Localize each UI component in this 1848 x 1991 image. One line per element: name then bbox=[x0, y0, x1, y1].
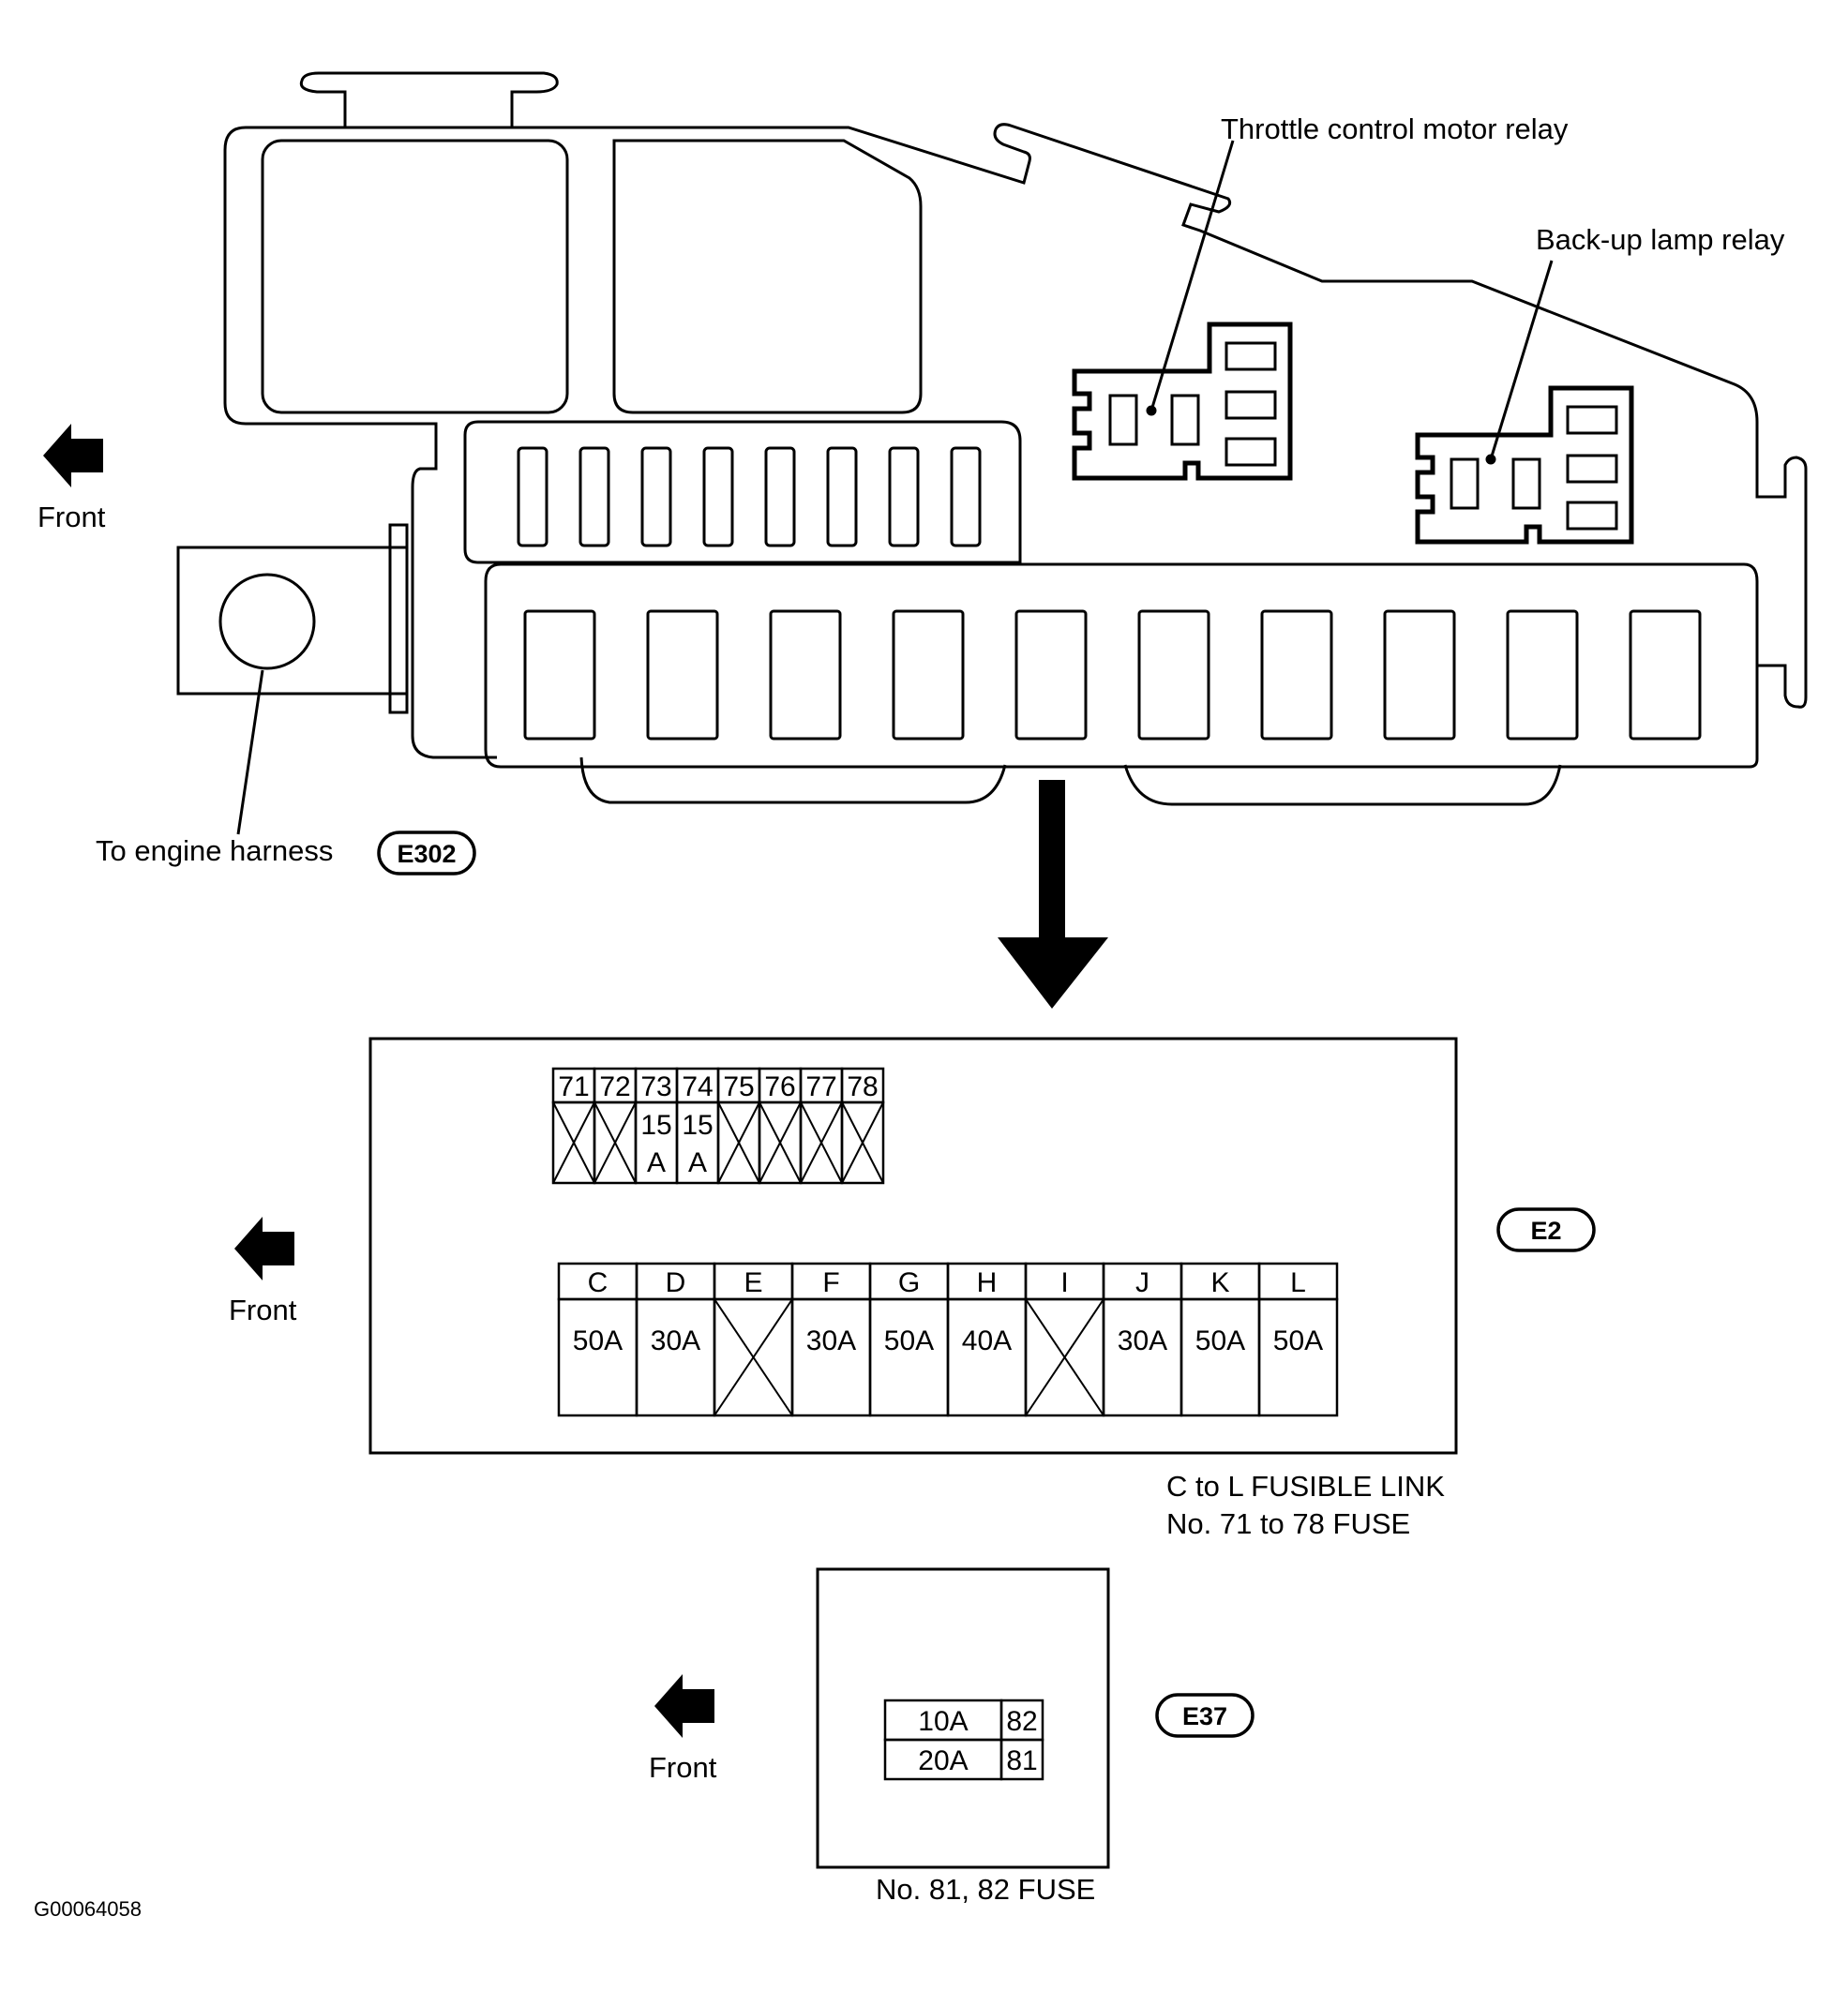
front-arrow-icon bbox=[43, 424, 103, 487]
engine-harness-label: To engine harness bbox=[96, 834, 333, 867]
svg-text:E2: E2 bbox=[1530, 1217, 1561, 1245]
e2-panel bbox=[368, 1037, 1458, 1455]
fuse-number: 72 bbox=[599, 1071, 630, 1102]
fusible-rating: 50A bbox=[1195, 1325, 1245, 1356]
fuse-number: 82 bbox=[1006, 1706, 1037, 1737]
empty-slot-mark bbox=[714, 1298, 793, 1416]
e37-panel bbox=[816, 1567, 1110, 1869]
backup-relay-leader bbox=[1489, 260, 1554, 460]
connector-tag-e302: E302 bbox=[377, 831, 476, 876]
fusible-rating-cell bbox=[635, 1297, 716, 1417]
fuse-table-71-78: 71 72 73 15A 74 15A 75 76 77 78 bbox=[551, 1067, 885, 1185]
fusible-letter: D bbox=[666, 1267, 686, 1298]
fusible-letter: G bbox=[898, 1267, 920, 1298]
front-arrow-icon bbox=[654, 1674, 714, 1738]
fusible-rating: 40A bbox=[962, 1325, 1012, 1356]
front-label-middle: Front bbox=[229, 1294, 297, 1326]
fusible-rating-cell bbox=[790, 1297, 872, 1417]
fuse-number: 74 bbox=[682, 1071, 713, 1102]
fuse-rating-unit: A bbox=[688, 1147, 707, 1178]
empty-slot-mark bbox=[759, 1101, 802, 1184]
throttle-relay-leader bbox=[1149, 140, 1235, 412]
fusible-rating: 30A bbox=[806, 1325, 856, 1356]
empty-slot-mark bbox=[1025, 1298, 1104, 1416]
fusible-rating: 30A bbox=[651, 1325, 700, 1356]
fusible-link-table: C 50A D 30A E F 30A G 50A H 40A I J 30A K 50A L 50A bbox=[557, 1262, 1339, 1417]
empty-slot-mark bbox=[841, 1101, 884, 1184]
fusible-rating: 30A bbox=[1118, 1325, 1167, 1356]
small-fuse-slots bbox=[517, 446, 982, 547]
connector-tag-e2: E2 bbox=[1496, 1207, 1596, 1252]
fusible-letter: C bbox=[588, 1267, 608, 1298]
fuse-box-housing bbox=[176, 71, 1808, 806]
fuse-rating: 10A bbox=[918, 1706, 968, 1737]
fuse-number: 77 bbox=[805, 1071, 836, 1102]
fusible-rating-cell bbox=[946, 1297, 1028, 1417]
front-label-bottom: Front bbox=[649, 1751, 717, 1784]
fuse-81-82-caption: No. 81, 82 FUSE bbox=[876, 1873, 1095, 1906]
front-label-top: Front bbox=[38, 501, 106, 533]
fuse-number: 81 bbox=[1006, 1745, 1037, 1776]
fusible-letter: F bbox=[822, 1267, 839, 1298]
fuse-rating-unit: A bbox=[647, 1147, 666, 1178]
figure-code: G00064058 bbox=[34, 1897, 142, 1921]
fuse-number: 71 bbox=[558, 1071, 589, 1102]
fuse-rating: 15 bbox=[682, 1110, 713, 1141]
fuse-rating: 15 bbox=[640, 1110, 671, 1141]
fusible-letter: H bbox=[977, 1267, 998, 1298]
fuse-rating: 20A bbox=[918, 1745, 968, 1776]
fuse-number-cell bbox=[999, 1738, 1044, 1781]
backup-lamp-relay-socket bbox=[1415, 385, 1634, 545]
fuse-rating-cell bbox=[840, 1100, 885, 1185]
fuse-table-81-82: 10A 82 20A 81 bbox=[883, 1699, 1044, 1781]
fusible-rating: 50A bbox=[884, 1325, 934, 1356]
svg-text:E302: E302 bbox=[397, 840, 456, 868]
engine-harness-leader bbox=[236, 669, 264, 835]
front-arrow-icon bbox=[234, 1217, 294, 1280]
empty-slot-mark bbox=[800, 1101, 843, 1184]
fusible-caption-line1: C to L FUSIBLE LINK bbox=[1166, 1470, 1445, 1503]
throttle-relay-label: Throttle control motor relay bbox=[1221, 112, 1569, 145]
backup-relay-label: Back-up lamp relay bbox=[1536, 223, 1785, 256]
fusible-rating-cell bbox=[557, 1297, 639, 1417]
fusible-letter: K bbox=[1210, 1267, 1229, 1298]
fusible-letter: J bbox=[1135, 1267, 1149, 1298]
connector-tag-e37: E37 bbox=[1155, 1693, 1255, 1738]
fusible-link-slots bbox=[523, 609, 1702, 741]
fuse-number: 75 bbox=[723, 1071, 754, 1102]
down-arrow-icon bbox=[998, 780, 1108, 1009]
fusible-rating-cell bbox=[1102, 1297, 1183, 1417]
throttle-relay-socket bbox=[1072, 322, 1293, 481]
fusible-rating-cell bbox=[1257, 1297, 1339, 1417]
fusible-caption-line2: No. 71 to 78 FUSE bbox=[1166, 1507, 1410, 1540]
fusible-rating-cell bbox=[1179, 1297, 1261, 1417]
fuse-number: 76 bbox=[764, 1071, 795, 1102]
fusible-letter: E bbox=[744, 1267, 762, 1298]
empty-slot-mark bbox=[593, 1101, 637, 1184]
fusible-letter: I bbox=[1060, 1267, 1068, 1298]
fusible-rating-cell bbox=[868, 1297, 950, 1417]
fusible-rating: 50A bbox=[573, 1325, 623, 1356]
svg-text:E37: E37 bbox=[1182, 1702, 1227, 1730]
fusible-rating: 50A bbox=[1273, 1325, 1323, 1356]
fusible-letter: L bbox=[1290, 1267, 1306, 1298]
fuse-number: 73 bbox=[640, 1071, 671, 1102]
fuse-number: 78 bbox=[847, 1071, 878, 1102]
empty-slot-mark bbox=[717, 1101, 760, 1184]
empty-slot-mark bbox=[552, 1101, 595, 1184]
